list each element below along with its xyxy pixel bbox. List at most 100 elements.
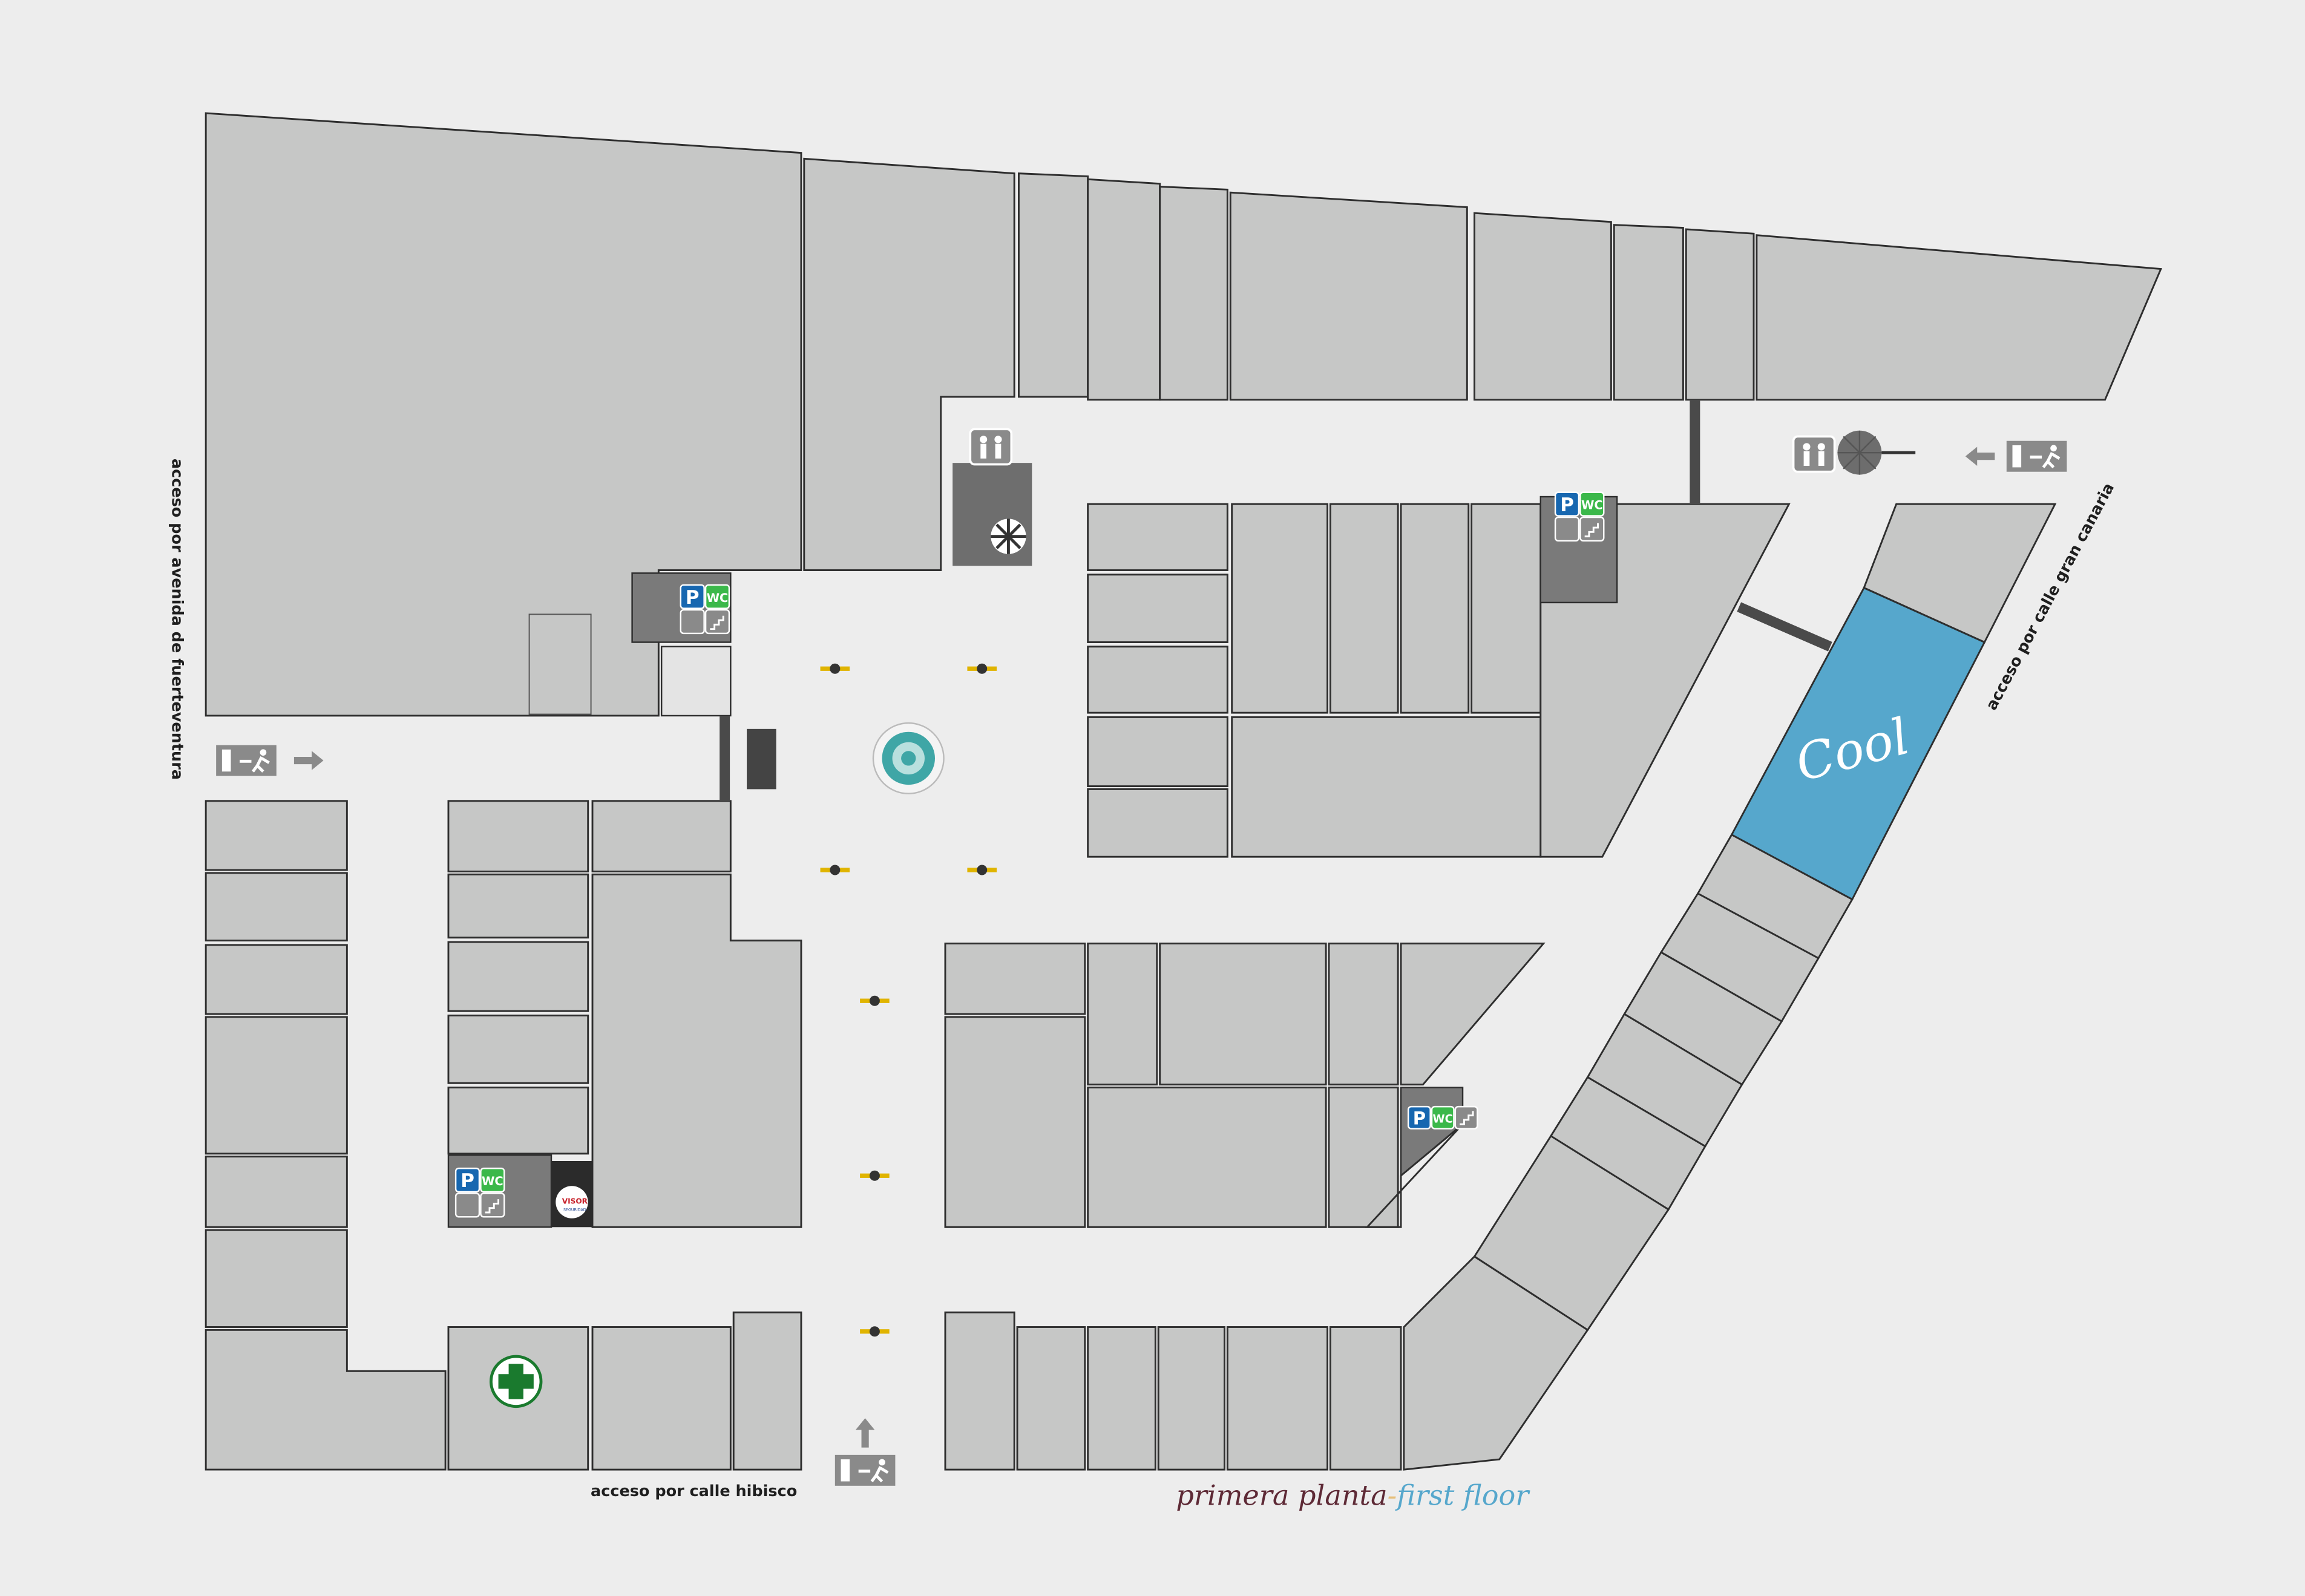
lamp-head — [869, 995, 880, 1006]
stairs-glyph — [710, 615, 724, 630]
wc-label: WC — [482, 1174, 503, 1188]
store[interactable] — [1087, 716, 1228, 788]
store[interactable] — [1087, 1087, 1327, 1228]
store[interactable] — [1159, 943, 1327, 1086]
store[interactable] — [944, 943, 1086, 1015]
store[interactable] — [1613, 224, 1684, 401]
facility-signs: P WC — [454, 1167, 505, 1218]
elevator-icon — [1554, 516, 1580, 542]
store[interactable] — [205, 944, 348, 1015]
store[interactable] — [1087, 788, 1228, 858]
store[interactable] — [447, 941, 589, 1012]
store[interactable] — [1685, 228, 1755, 401]
store[interactable] — [205, 1229, 348, 1328]
store[interactable] — [1328, 943, 1399, 1086]
exit-signs-layer — [216, 440, 2067, 1486]
store-logo-visor: VISOR SEGURIDAD — [556, 1186, 588, 1218]
umbrella-icon — [991, 518, 1026, 554]
kids-icon-bg — [1792, 435, 1836, 473]
arrow-icon — [293, 751, 324, 770]
wc-icon — [1579, 491, 1605, 517]
exit-sign-icon — [834, 1454, 896, 1486]
kids-icons-layer — [969, 428, 1836, 473]
store[interactable] — [447, 873, 589, 939]
lamp-head — [977, 865, 988, 875]
store[interactable] — [1087, 1326, 1156, 1471]
store[interactable] — [205, 800, 348, 871]
store[interactable] — [1471, 503, 1542, 714]
store[interactable] — [591, 873, 802, 1228]
restroom-area — [660, 646, 732, 717]
floor-title: primera planta-first floor — [1176, 1479, 1530, 1511]
store[interactable] — [1231, 716, 1542, 858]
store[interactable] — [944, 1016, 1086, 1228]
store[interactable] — [1229, 191, 1468, 401]
store[interactable] — [1157, 1326, 1225, 1471]
lamp-icon — [860, 1326, 890, 1337]
store[interactable] — [447, 800, 589, 872]
store[interactable] — [1087, 574, 1228, 643]
lamps-layer — [820, 663, 997, 1337]
store[interactable] — [1017, 172, 1089, 398]
store[interactable] — [1087, 943, 1158, 1086]
store[interactable] — [1474, 212, 1612, 401]
access-label-west: acceso por avenida de fuerteventura — [168, 459, 186, 780]
store[interactable] — [1226, 1326, 1329, 1471]
store-anchor-northwest[interactable] — [205, 112, 802, 717]
store[interactable] — [447, 1087, 589, 1155]
child-body — [1818, 451, 1825, 466]
lamp-icon — [820, 865, 850, 875]
store[interactable] — [205, 1016, 348, 1155]
store[interactable] — [1403, 1255, 1589, 1471]
store[interactable] — [205, 872, 348, 942]
parking-label: P — [461, 1170, 474, 1192]
exit-sign-icon — [216, 745, 277, 776]
elevator-icon — [454, 1192, 480, 1218]
pharmacy-cross-icon — [489, 1355, 543, 1408]
store-inner-room — [528, 613, 592, 715]
store[interactable] — [205, 1156, 348, 1228]
lamp-icon — [860, 1170, 890, 1181]
child-head — [1817, 443, 1825, 451]
parking-icon — [454, 1167, 480, 1193]
store[interactable] — [1231, 503, 1329, 714]
store[interactable] — [1087, 178, 1161, 401]
walkway-bridges — [720, 399, 1832, 801]
store[interactable] — [1400, 503, 1470, 714]
parking-icon — [1407, 1105, 1431, 1130]
store[interactable] — [732, 1311, 802, 1471]
store[interactable] — [1328, 1087, 1399, 1228]
exit-runner-head — [879, 1459, 885, 1466]
store[interactable] — [1087, 503, 1228, 571]
wc-icon — [704, 584, 730, 609]
store[interactable] — [1087, 646, 1228, 714]
store[interactable] — [591, 800, 732, 872]
store[interactable] — [803, 157, 1015, 571]
exit-sign-icon — [2006, 440, 2067, 472]
stairs-glyph — [485, 1199, 500, 1214]
store[interactable] — [1400, 943, 1546, 1086]
kids-area — [952, 463, 1032, 566]
arrow-icon — [1965, 446, 1995, 466]
store[interactable] — [1159, 185, 1228, 401]
store[interactable] — [1329, 1326, 1402, 1471]
store[interactable] — [591, 1326, 732, 1471]
store[interactable] — [1016, 1326, 1086, 1471]
lamp-head — [869, 1170, 880, 1181]
wc-icon — [480, 1167, 505, 1193]
exit-door — [221, 749, 231, 772]
exit-door — [841, 1459, 850, 1482]
lamp-icon — [820, 663, 850, 674]
store[interactable] — [205, 1329, 447, 1471]
exit-runner-head — [2050, 445, 2057, 452]
store[interactable] — [1329, 503, 1399, 714]
store[interactable] — [447, 1015, 589, 1084]
store[interactable] — [1756, 234, 2162, 401]
store[interactable] — [1365, 1123, 1464, 1228]
floor-title-spanish: primera planta — [1176, 1479, 1387, 1511]
child-body — [1803, 451, 1810, 466]
store[interactable] — [944, 1311, 1015, 1471]
